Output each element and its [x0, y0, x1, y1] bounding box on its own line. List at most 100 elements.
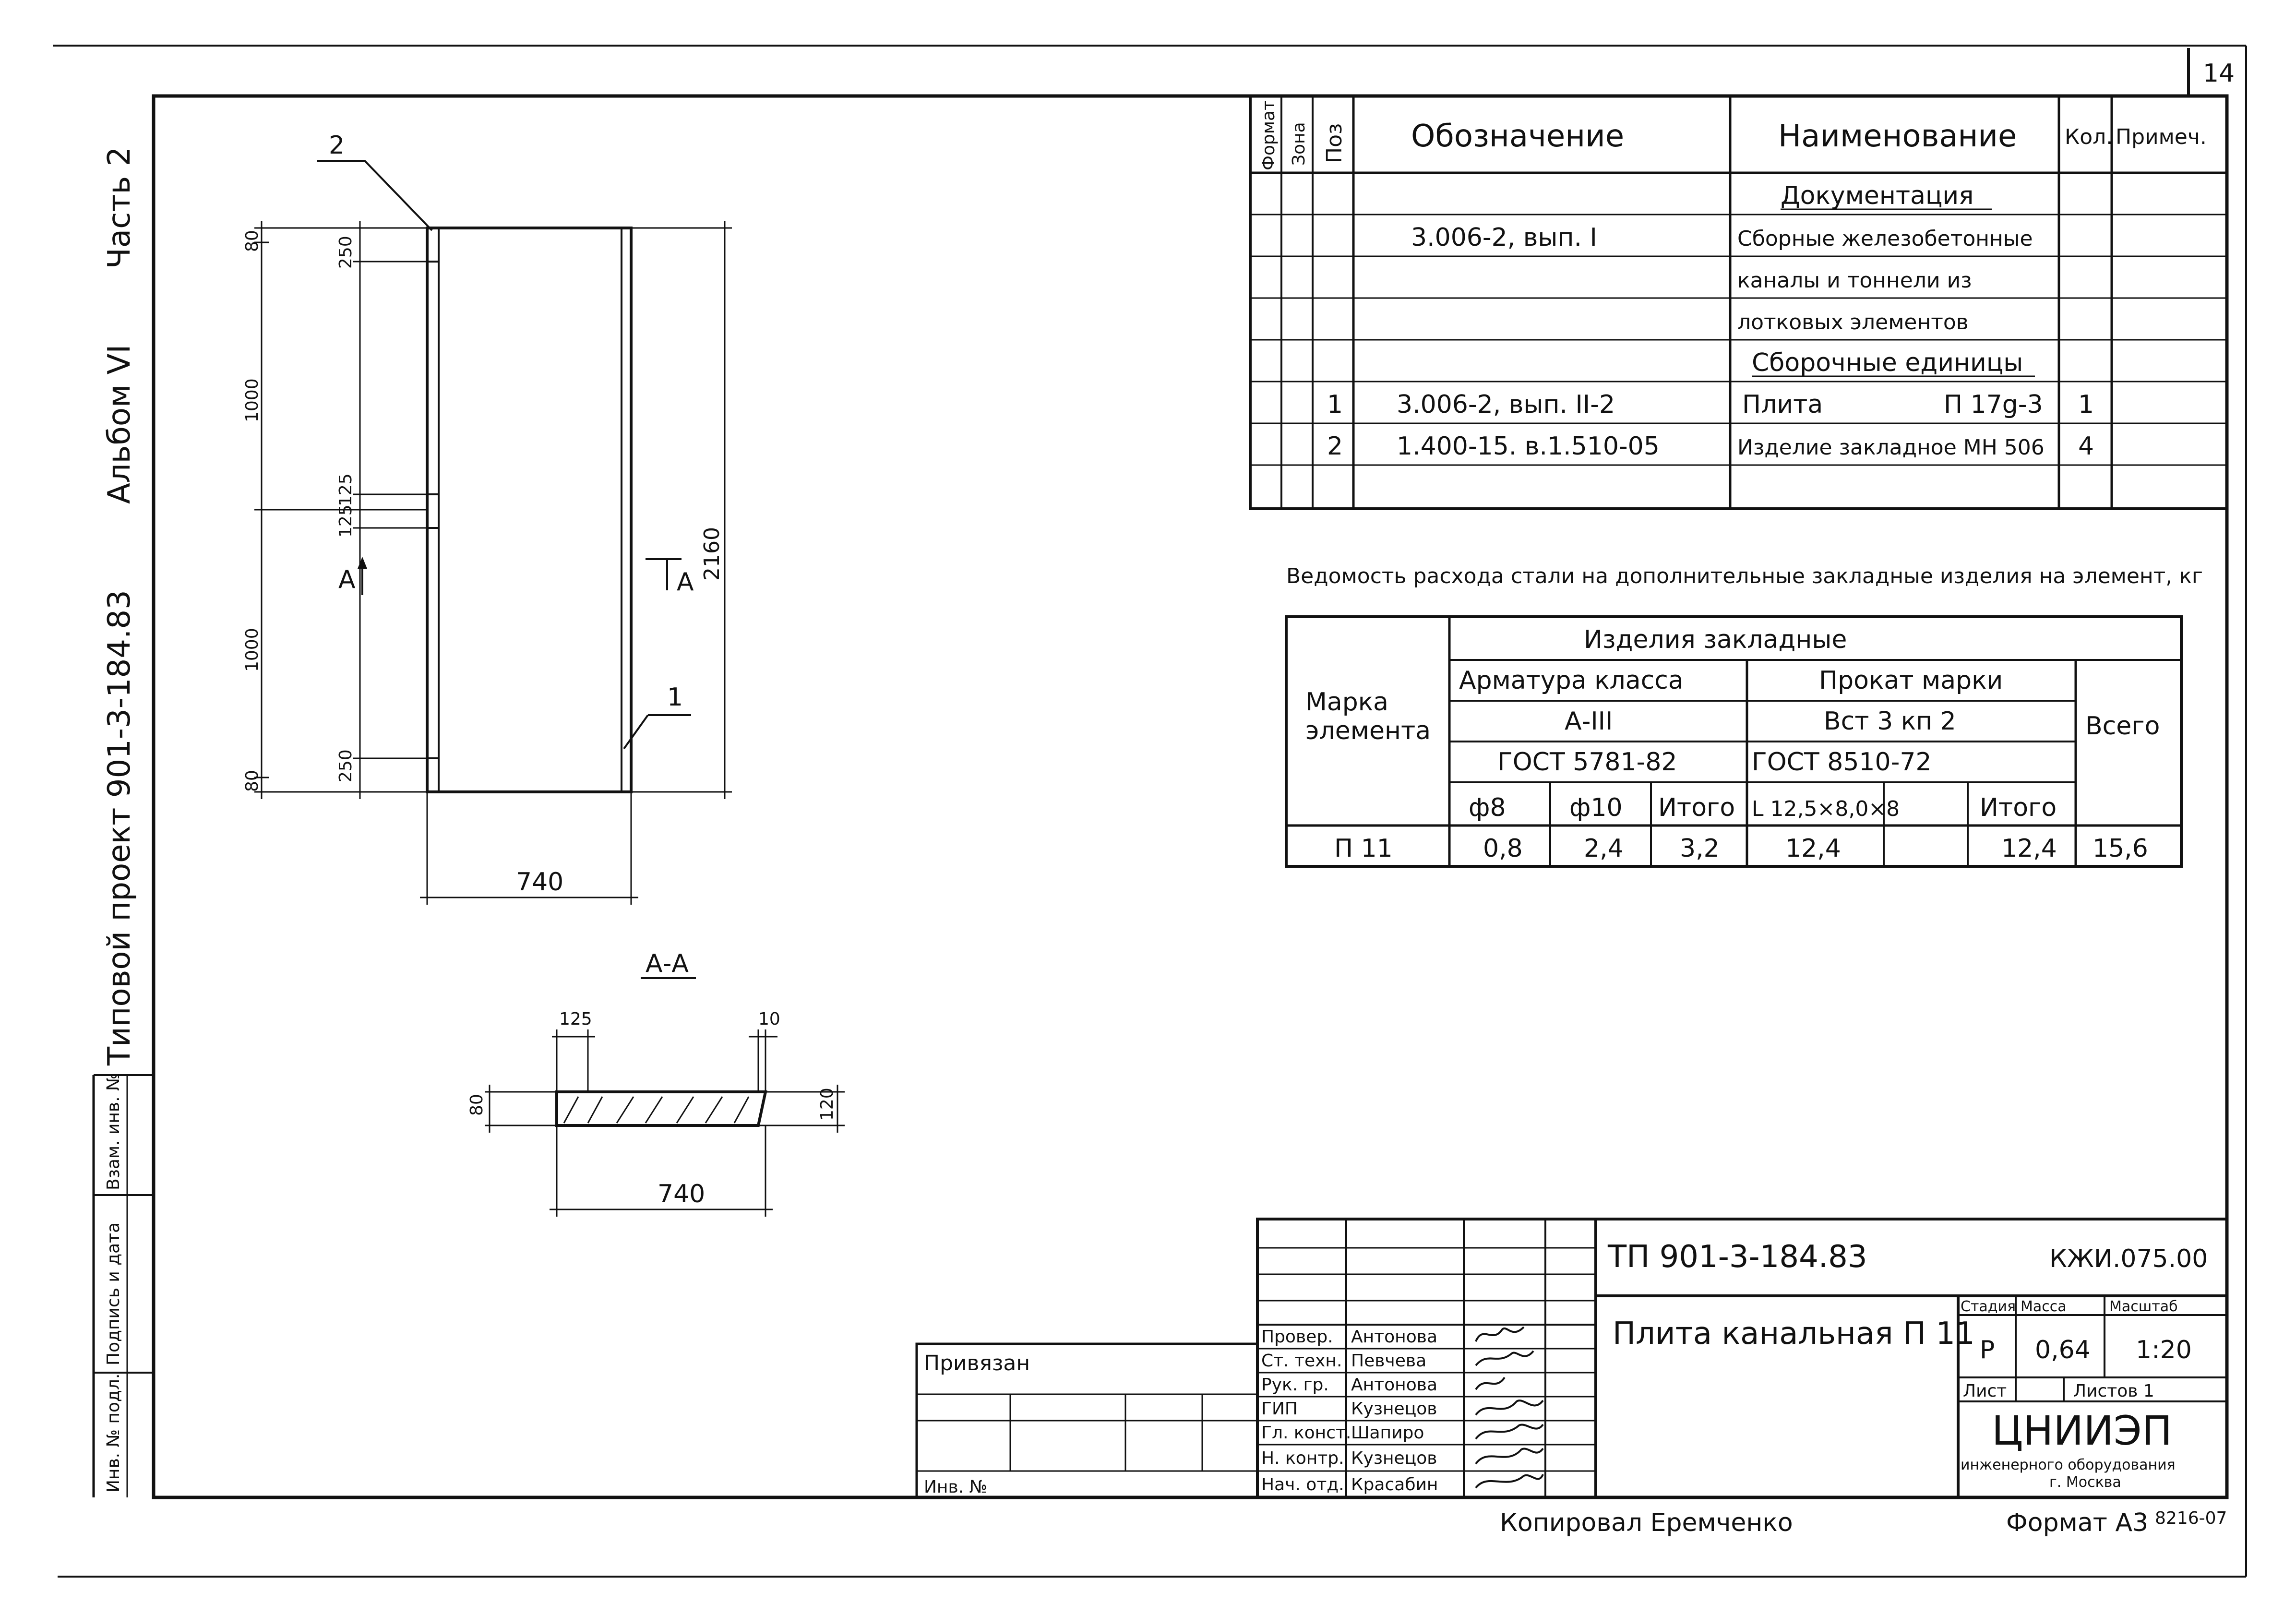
role-1: Ст. техн. [1261, 1351, 1342, 1371]
attached-label: Привязан [924, 1351, 1030, 1376]
spec-row-5-designation: 3.006-2, вып. II-2 [1397, 390, 1615, 419]
dim-left-1000-bottom: 1000 [242, 628, 262, 672]
section-title: А-А [646, 949, 689, 978]
spec-header-designation: Обозначение [1411, 119, 1624, 154]
main-frame [152, 94, 2229, 1499]
section-thick-left: 80 [467, 1094, 487, 1116]
dim-left-125-a: 125 [336, 473, 356, 506]
typical-project-label: Типовой проект 901-3-184.83 [102, 590, 137, 1066]
title-stage: Р [1980, 1336, 1995, 1364]
part-label: Часть 2 [102, 147, 137, 269]
section-dim-125: 125 [559, 1009, 592, 1029]
steel-sub-angle: L 12,5×8,0×8 [1752, 797, 1900, 821]
spec-header-zone: Зона [1289, 122, 1309, 166]
steel-mark-header-2: элемента [1305, 717, 1431, 745]
title-sheet-label: Лист [1963, 1381, 2007, 1401]
steel-row-sum2: 12,4 [2001, 834, 2057, 863]
steel-total-header: Всего [2085, 712, 2160, 741]
steel-sub-sum1: Итого [1658, 793, 1735, 822]
section-thick-right: 120 [817, 1088, 837, 1121]
dim-left-250-top: 250 [336, 236, 356, 269]
album-label: Альбом VI [102, 345, 137, 504]
role-0-name: Антонова [1351, 1327, 1437, 1347]
role-3-name: Кузнецов [1351, 1399, 1437, 1419]
role-1-name: Певчева [1351, 1351, 1426, 1371]
spec-row-6-qty: 4 [2078, 432, 2094, 461]
title-name: Плита канальная П 11 [1613, 1316, 1975, 1352]
callout-1: 1 [667, 683, 683, 712]
steel-sub-d10: ф10 [1569, 793, 1623, 822]
role-2: Рук. гр. [1261, 1375, 1329, 1395]
steel-row-angle: 12,4 [1785, 834, 1841, 863]
footer-copied: Копировал Еремченко [1500, 1508, 1793, 1537]
title-stage-label: Стадия [1961, 1298, 2016, 1315]
steel-rebar-gost: ГОСТ 5781-82 [1497, 748, 1677, 777]
steel-row-mark: П 11 [1334, 834, 1393, 863]
spec-header-format: Формат [1259, 100, 1279, 170]
stamp-podpis-data: Подпись и дата [104, 1222, 123, 1365]
steel-mark-header-1: Марка [1305, 688, 1388, 717]
steel-row-d8: 0,8 [1483, 834, 1523, 863]
steel-table-title: Ведомость расхода стали на дополнительны… [1286, 564, 2203, 588]
title-mass: 0,64 [2035, 1336, 2091, 1364]
title-org-sub2: г. Москва [2049, 1474, 2121, 1491]
spec-row-1-name: Сборные железобетонные [1737, 227, 2033, 251]
spec-header-qty: Кол. [2065, 125, 2113, 149]
steel-row-total: 15,6 [2093, 834, 2148, 863]
dim-left-125-b: 125 [336, 504, 356, 538]
steel-group-header: Изделия закладные [1584, 625, 1847, 654]
title-code: ТП 901-3-184.83 [1607, 1239, 1867, 1275]
title-org: ЦНИИЭП [1992, 1407, 2172, 1454]
steel-sub-d8: ф8 [1469, 793, 1506, 822]
spec-row-5-pos: 1 [1327, 390, 1343, 419]
steel-rolled-gost: ГОСТ 8510-72 [1752, 748, 1932, 777]
steel-rebar-grade: А-III [1565, 707, 1613, 736]
spec-row-2-name: каналы и тоннели из [1737, 268, 1972, 293]
sheet-number: 14 [2203, 59, 2235, 88]
dim-left-1000-top: 1000 [242, 378, 262, 422]
steel-rolled-grade: Вст 3 кп 2 [1824, 707, 1956, 736]
spec-row-6-pos: 2 [1327, 432, 1343, 461]
spec-row-6-designation: 1.400-15. в.1.510-05 [1397, 432, 1660, 461]
role-6-name: Красабин [1351, 1475, 1438, 1495]
callout-1-leader [623, 714, 649, 750]
section-aa-profile [555, 1090, 767, 1127]
section-mark-left: А [338, 565, 356, 594]
steel-row-sum1: 3,2 [1680, 834, 1720, 863]
role-0: Провер. [1261, 1327, 1333, 1347]
role-4-name: Шапиро [1351, 1423, 1424, 1443]
steel-rebar-class: Арматура класса [1459, 666, 1684, 695]
spec-row-4-name: Сборочные единицы [1752, 348, 2023, 377]
spec-row-0-name: Документация [1781, 181, 1973, 210]
callout-2-leader [364, 160, 433, 231]
title-sheets-label: Листов 1 [2073, 1381, 2154, 1401]
footer-format: Формат А3 [2006, 1508, 2148, 1537]
spec-row-6-name: Изделие закладное МН 506 [1737, 435, 2045, 460]
dim-left-80-top: 80 [242, 230, 262, 252]
section-dim-10: 10 [758, 1009, 780, 1029]
section-arrowhead-left [358, 557, 367, 569]
spec-header-name: Наименование [1778, 119, 2017, 154]
title-org-sub1: инженерного оборудования [1961, 1457, 2176, 1473]
role-6: Нач. отд. [1261, 1475, 1344, 1495]
spec-row-5-qty: 1 [2078, 390, 2094, 419]
steel-row-d10: 2,4 [1584, 834, 1624, 863]
plate-plan-view [426, 227, 633, 793]
steel-sub-sum2: Итого [1980, 793, 2057, 822]
spec-header-pos: Поз [1322, 123, 1347, 163]
dim-height-2160: 2160 [700, 527, 724, 581]
dim-left-250-bottom: 250 [336, 749, 356, 782]
spec-row-5-name2: П 17g-3 [1944, 390, 2043, 419]
role-2-name: Антонова [1351, 1375, 1437, 1395]
title-mass-label: Масса [2021, 1298, 2067, 1315]
title-scale-label: Масштаб [2109, 1298, 2178, 1315]
stamp-vzam-inv: Взам. инв. № [104, 1073, 123, 1190]
section-dim-740: 740 [658, 1180, 705, 1208]
title-doc-code: КЖИ.075.00 [2049, 1244, 2208, 1273]
spec-row-5-name: Плита [1742, 390, 1823, 419]
stamp-inv-podl: Инв. № подл. [104, 1374, 123, 1493]
dim-width-740: 740 [516, 868, 563, 897]
steel-rolled: Прокат марки [1819, 666, 2003, 695]
spec-header-note: Примеч. [2116, 125, 2207, 149]
